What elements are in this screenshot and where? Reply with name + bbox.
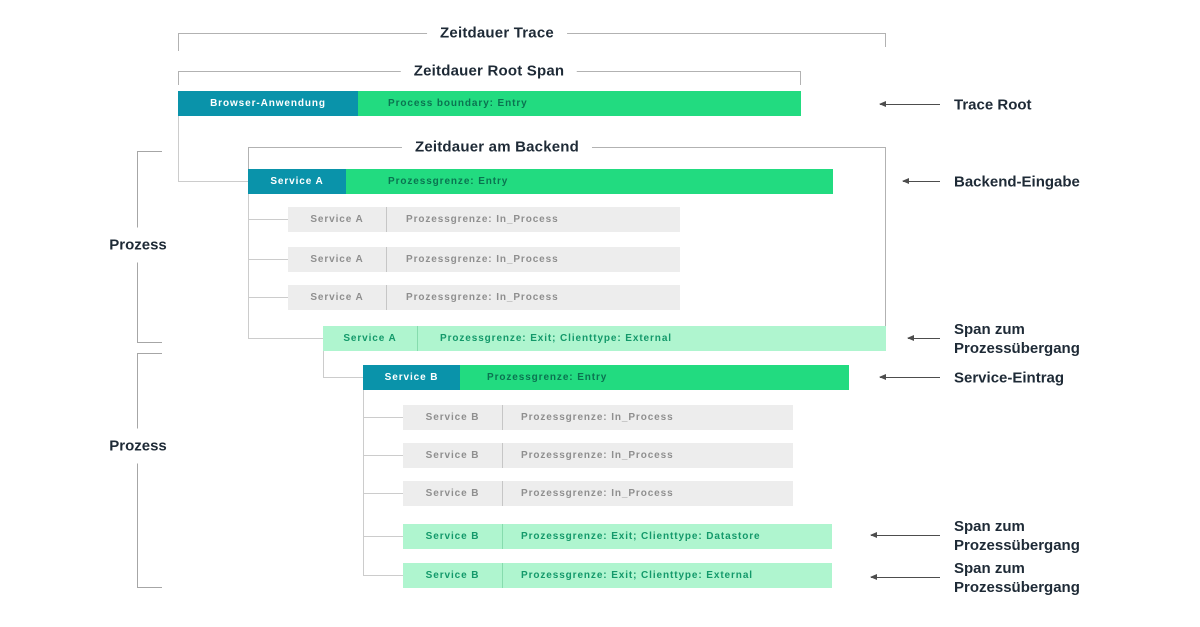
span-bar-service-b-exit-external: Service B Prozessgrenze: Exit; Clienttyp… [403,563,832,588]
bracket-backend-drop-left [248,147,249,169]
connector-service-a-stub-2 [248,259,288,260]
process-b-bracket-top [137,353,162,354]
process-a-bracket-top [137,151,162,152]
bracket-trace-drop-left [178,33,179,51]
annotation-span-transition-2: Span zum Prozessübergang [954,518,1080,554]
arrow-service-entry [879,374,940,380]
span-boundary-label: Prozessgrenze: In_Process [521,488,674,499]
span-service-label: Service B [403,524,503,549]
connector-root-to-service-a-vertical [178,115,179,181]
span-boundary-label: Prozessgrenze: In_Process [521,412,674,423]
span-service-label: Service A [323,326,418,351]
annotation-service-entry: Service-Eintrag [954,369,1065,387]
bracket-backend-label: Zeitdauer am Backend [401,137,593,157]
arrow-span-transition-2 [870,532,940,538]
annotation-span-transition-1: Span zum Prozessübergang [954,321,1080,357]
connector-root-to-service-a-horizontal [178,181,248,182]
span-bar-service-a-entry: Service A Prozessgrenze: Entry [248,169,833,194]
bracket-trace-drop-right [885,33,886,47]
span-bar-service-a-inprocess-2: Service A Prozessgrenze: In_Process [288,247,680,272]
connector-service-b-stub-exit-1 [363,536,403,537]
connector-service-b-stub-3 [363,493,403,494]
process-b-label: Prozess [107,428,169,464]
span-bar-trace-root: Browser-Anwendung Process boundary: Entr… [178,91,801,116]
span-boundary-label: Prozessgrenze: Exit; Clienttype: Externa… [521,570,753,581]
bracket-trace-label: Zeitdauer Trace [427,23,567,43]
span-boundary-label: Prozessgrenze: Exit; Clienttype: Datasto… [521,531,761,542]
span-service-label: Service B [403,443,503,468]
process-b-bracket-vertical [137,353,138,587]
arrow-backend-entry [902,178,940,184]
process-a-label: Prozess [107,227,169,263]
connector-service-a-tree-vertical [248,194,249,339]
bracket-root-span-drop-right [800,71,801,85]
bracket-root-span-label: Zeitdauer Root Span [400,61,578,81]
process-b-bracket-bottom [137,587,162,588]
connector-service-a-stub-1 [248,219,288,220]
span-boundary-label: Process boundary: Entry [388,98,528,109]
span-boundary-label: Prozessgrenze: Exit; Clienttype: Externa… [440,333,672,344]
bracket-backend-drop-right [885,147,886,326]
span-boundary-label: Prozessgrenze: Entry [487,372,608,383]
connector-service-a-stub-3 [248,297,288,298]
annotation-span-transition-3: Span zum Prozessübergang [954,560,1080,596]
span-service-label: Service A [288,207,387,232]
span-bar-service-a-inprocess-3: Service A Prozessgrenze: In_Process [288,285,680,310]
span-service-label: Browser-Anwendung [178,91,358,116]
span-boundary-label: Prozessgrenze: In_Process [406,254,559,265]
span-service-label: Service B [403,563,503,588]
connector-a-exit-to-service-b-horizontal [323,377,363,378]
span-service-label: Service B [403,405,503,430]
process-a-bracket-bottom [137,342,162,343]
span-bar-service-a-inprocess-1: Service A Prozessgrenze: In_Process [288,207,680,232]
arrow-span-transition-1 [907,335,940,341]
span-bar-service-b-exit-datastore: Service B Prozessgrenze: Exit; Clienttyp… [403,524,832,549]
span-boundary-label: Prozessgrenze: In_Process [406,214,559,225]
span-bar-service-b-inprocess-3: Service B Prozessgrenze: In_Process [403,481,793,506]
annotation-trace-root: Trace Root [954,96,1032,114]
connector-service-b-stub-1 [363,417,403,418]
span-bar-service-b-inprocess-2: Service B Prozessgrenze: In_Process [403,443,793,468]
span-service-label: Service B [363,365,460,390]
connector-service-b-tree-vertical [363,390,364,576]
span-service-label: Service A [288,247,387,272]
span-service-label: Service A [288,285,387,310]
span-bar-service-b-inprocess-1: Service B Prozessgrenze: In_Process [403,405,793,430]
arrow-trace-root [879,101,940,107]
span-bar-service-b-entry: Service B Prozessgrenze: Entry [363,365,849,390]
connector-service-b-stub-exit-2 [363,575,403,576]
arrow-span-transition-3 [870,574,940,580]
span-service-label: Service B [403,481,503,506]
span-boundary-label: Prozessgrenze: Entry [388,176,509,187]
span-boundary-label: Prozessgrenze: In_Process [406,292,559,303]
connector-service-b-stub-2 [363,455,403,456]
span-bar-service-a-exit: Service A Prozessgrenze: Exit; Clienttyp… [323,326,886,351]
connector-service-a-stub-exit [248,338,323,339]
span-boundary-label: Prozessgrenze: In_Process [521,450,674,461]
annotation-backend-entry: Backend-Eingabe [954,173,1080,191]
bracket-root-span-drop-left [178,71,179,85]
span-service-label: Service A [248,169,346,194]
connector-a-exit-to-service-b-vertical [323,351,324,377]
